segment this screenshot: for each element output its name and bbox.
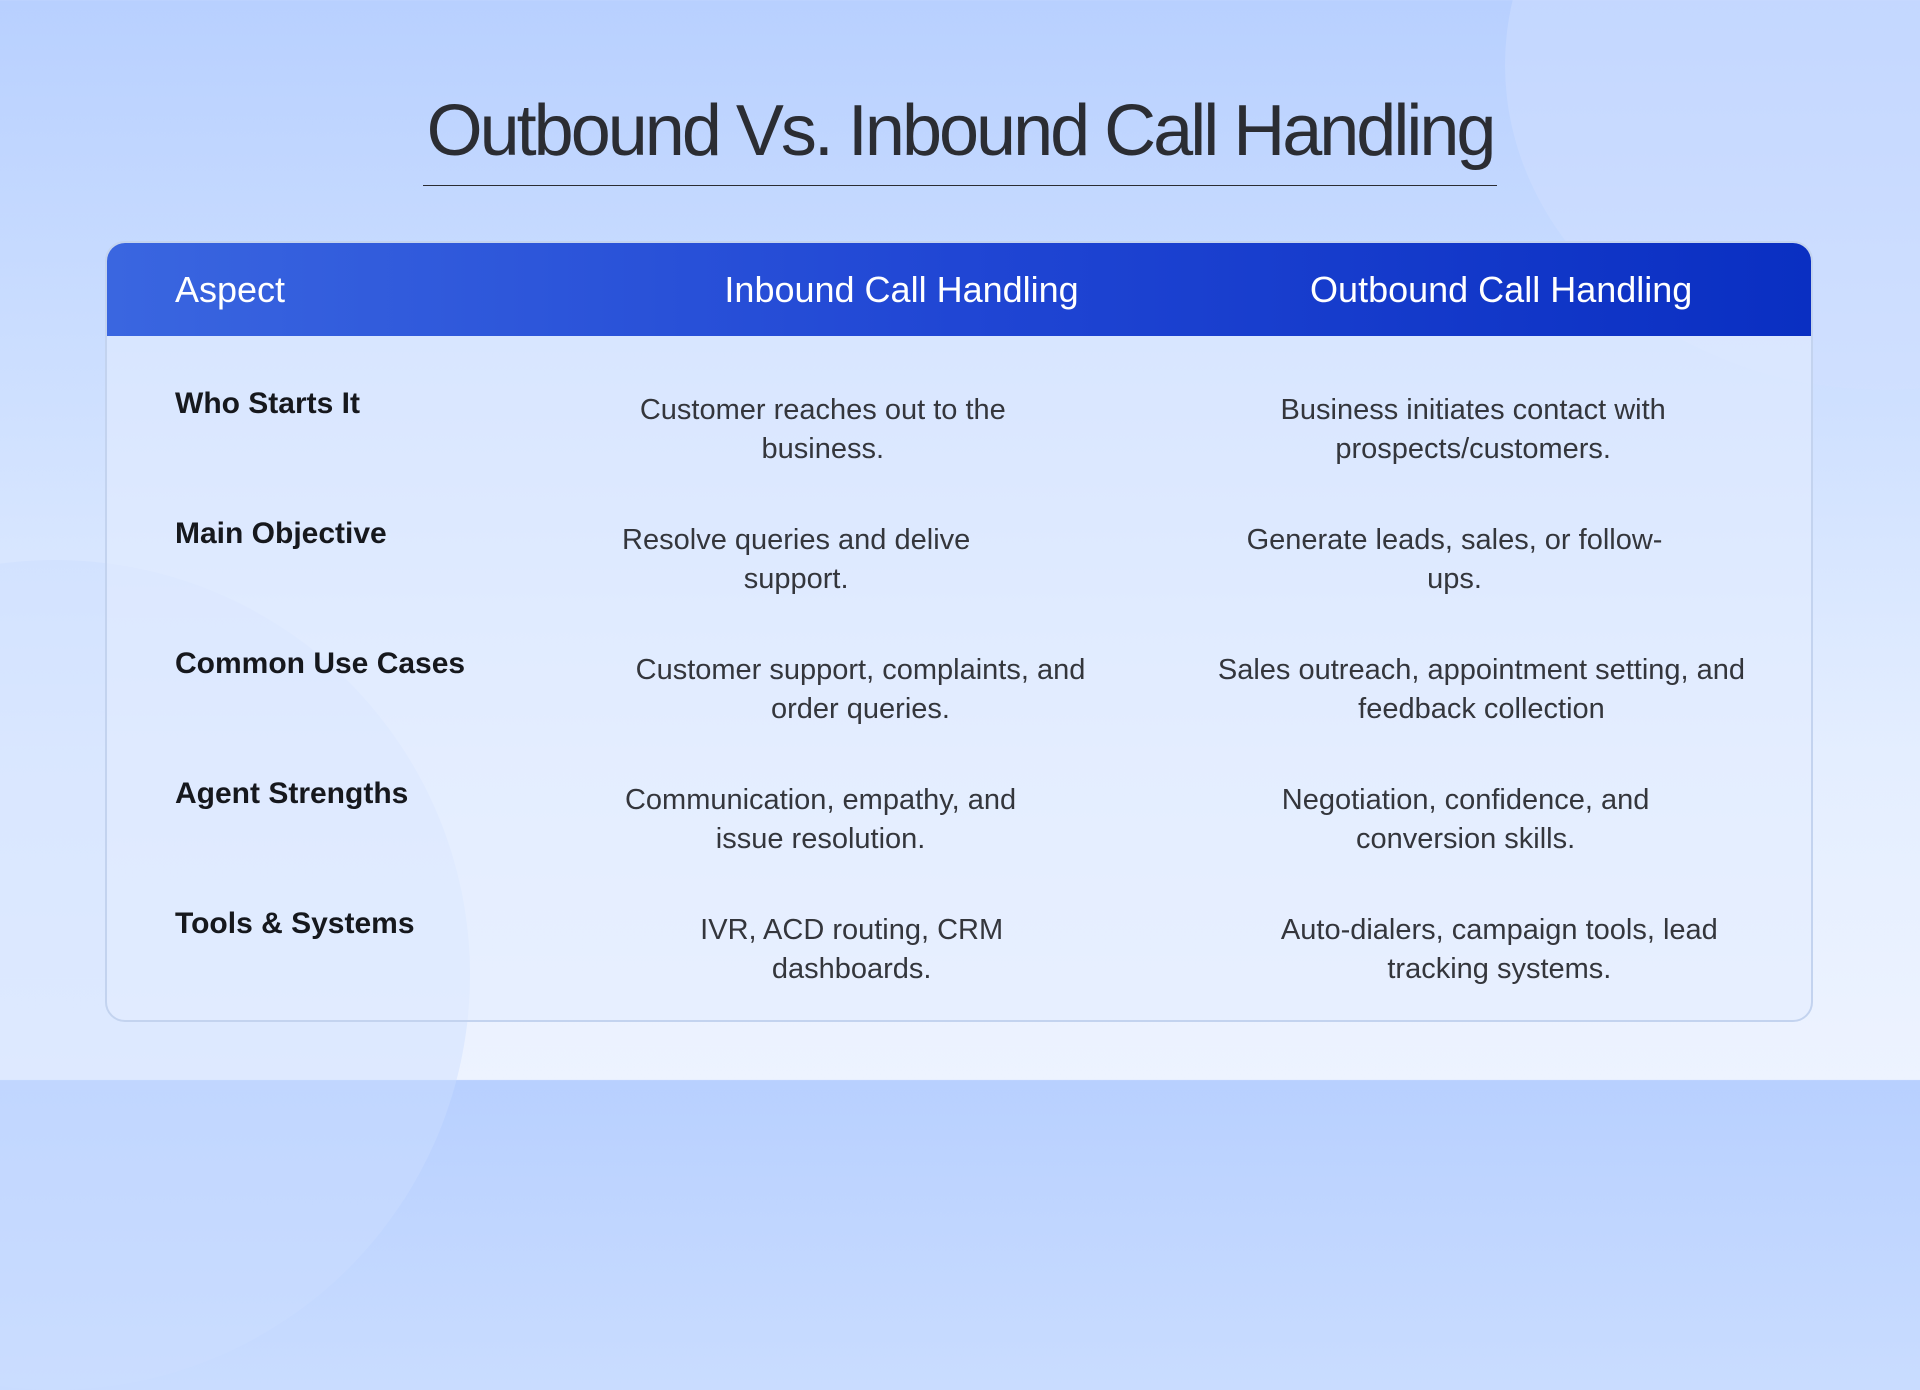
row-outbound: Sales outreach, appointment setting, and…: [1217, 654, 1746, 725]
table-row: Common Use Cases Customer support, compl…: [107, 643, 1811, 773]
row-inbound: Communication, empathy, and issue resolu…: [624, 784, 1017, 855]
table-body: Who Starts It Customer reaches out to th…: [107, 336, 1811, 1020]
table-row: Main Objective Resolve queries and deliv…: [107, 513, 1811, 643]
title-container: Outbound Vs. Inbound Call Handling: [0, 91, 1920, 187]
row-aspect: Tools & Systems: [175, 907, 415, 940]
row-inbound: IVR, ACD routing, CRM dashboards.: [700, 914, 1004, 985]
header-inbound: Inbound Call Handling: [724, 268, 1079, 310]
comparison-table: Aspect Inbound Call Handling Outbound Ca…: [105, 241, 1813, 1022]
table-row: Tools & Systems IVR, ACD routing, CRM da…: [107, 903, 1811, 1020]
header-outbound: Outbound Call Handling: [1310, 268, 1693, 310]
row-inbound: Resolve queries and delive support.: [622, 524, 971, 595]
row-outbound: Generate leads, sales, or follow-ups.: [1246, 524, 1663, 595]
row-outbound: Negotiation, confidence, and conversion …: [1281, 784, 1650, 855]
row-aspect: Main Objective: [175, 517, 387, 550]
row-aspect: Who Starts It: [175, 387, 360, 420]
row-outbound: Auto-dialers, campaign tools, lead track…: [1280, 914, 1718, 985]
header-aspect: Aspect: [175, 268, 286, 310]
row-aspect: Agent Strengths: [175, 777, 409, 810]
row-aspect: Common Use Cases: [175, 647, 466, 680]
page-title: Outbound Vs. Inbound Call Handling: [422, 91, 1498, 187]
table-row: Who Starts It Customer reaches out to th…: [107, 383, 1811, 513]
row-inbound: Customer reaches out to the business.: [639, 394, 1006, 465]
row-inbound: Customer support, complaints, and order …: [635, 654, 1086, 725]
table-header: Aspect Inbound Call Handling Outbound Ca…: [107, 243, 1811, 336]
table-row: Agent Strengths Communication, empathy, …: [107, 773, 1811, 903]
row-outbound: Business initiates contact with prospect…: [1280, 394, 1666, 465]
